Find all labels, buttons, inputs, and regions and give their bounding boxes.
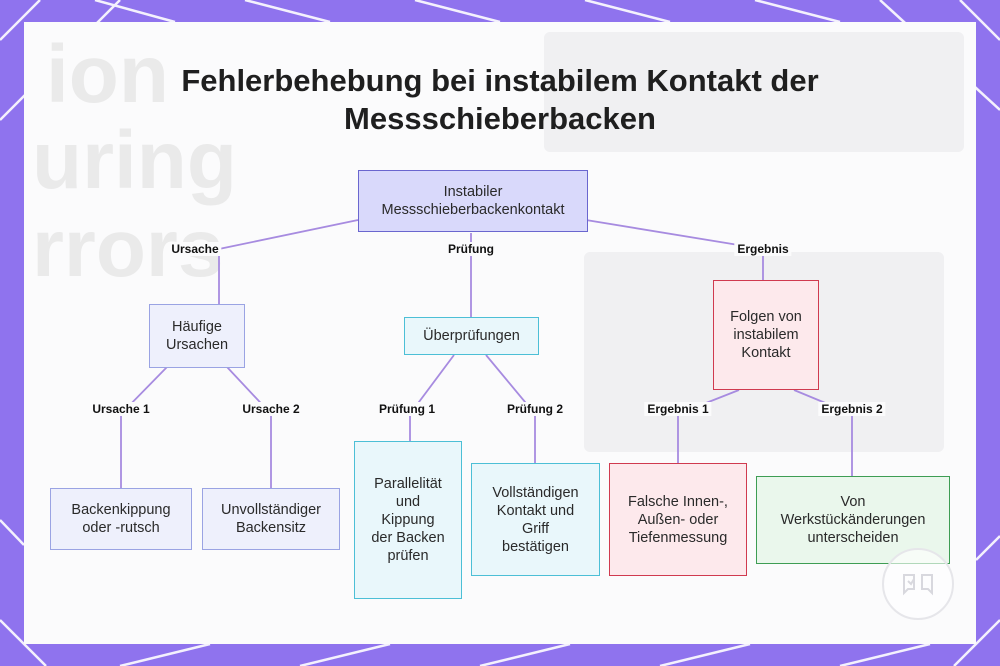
node-cause1: Backenkippung oder -rutsch — [50, 488, 192, 550]
edge-label-check1: Prüfung 1 — [376, 402, 438, 416]
node-root-label: Instabiler Messschieberbackenkontakt — [363, 183, 583, 219]
node-result1: Falsche Innen-, Außen- oder Tiefenmessun… — [609, 463, 747, 576]
node-cause2: Unvollständiger Backensitz — [202, 488, 340, 550]
connector-causes-cause1 — [121, 367, 167, 488]
node-cause1-label: Backenkippung oder -rutsch — [55, 501, 187, 537]
node-root: Instabiler Messschieberbackenkontakt — [358, 170, 588, 232]
node-check2-label: Vollständigen Kontakt und Griff bestätig… — [488, 484, 583, 556]
edge-label-root-causes: Ursache — [168, 242, 221, 256]
edge-label-result1: Ergebnis 1 — [644, 402, 711, 416]
edge-label-root-results: Ergebnis — [734, 242, 791, 256]
node-check2: Vollständigen Kontakt und Griff bestätig… — [471, 463, 600, 576]
node-results: Folgen von instabilem Kontakt — [713, 280, 819, 390]
node-checks-label: Überprüfungen — [423, 327, 520, 345]
edge-label-cause1: Ursache 1 — [89, 402, 152, 416]
node-results-label: Folgen von instabilem Kontakt — [718, 308, 814, 362]
brand-logo-icon — [882, 548, 954, 620]
edge-label-root-checks: Prüfung — [445, 242, 497, 256]
connector-root-causes — [219, 220, 358, 304]
brand-logo-glyph — [898, 569, 938, 599]
content-card: ion uring rrors Fehlerbehebung bei insta… — [24, 22, 976, 644]
connector-results-result1 — [678, 390, 739, 463]
connector-checks-check1 — [410, 355, 454, 441]
node-result1-label: Falsche Innen-, Außen- oder Tiefenmessun… — [620, 493, 736, 547]
connector-causes-cause2 — [227, 367, 271, 488]
node-check1-label: Parallelität und Kippung der Backen prüf… — [369, 475, 447, 565]
node-result2-label: Von Werkstückänderungen unterscheiden — [769, 493, 937, 547]
edge-label-result2: Ergebnis 2 — [818, 402, 885, 416]
node-check1: Parallelität und Kippung der Backen prüf… — [354, 441, 462, 599]
node-cause2-label: Unvollständiger Backensitz — [207, 501, 335, 537]
edge-label-cause2: Ursache 2 — [239, 402, 302, 416]
edge-label-check2: Prüfung 2 — [504, 402, 566, 416]
node-causes: Häufige Ursachen — [149, 304, 245, 368]
node-checks: Überprüfungen — [404, 317, 539, 355]
node-causes-label: Häufige Ursachen — [154, 318, 240, 354]
